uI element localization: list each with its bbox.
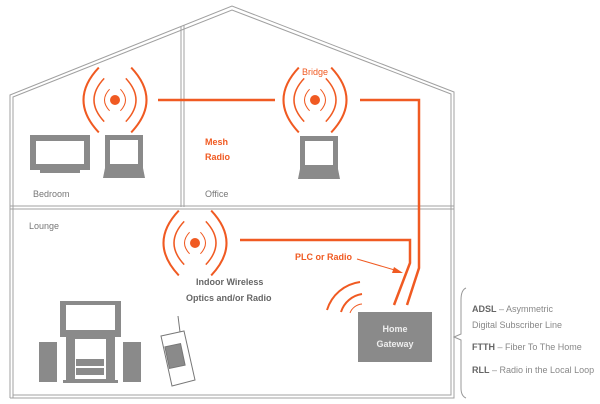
plc-arrow [356, 258, 403, 273]
legend-ftth: FTTH – Fiber To The Home [472, 342, 582, 352]
indoor-wireless-label-line1: Indoor Wireless [196, 277, 264, 287]
antennas [82, 66, 348, 277]
room-label-lounge: Lounge [29, 221, 60, 231]
mobile-phone-icon [160, 315, 196, 387]
bridge-to-gateway-link [360, 98, 421, 306]
laptop-icon [103, 135, 145, 178]
legend-rll: RLL – Radio in the Local Loop [472, 365, 595, 375]
legend-adsl-cont: Digital Subscriber Line [472, 320, 563, 330]
lounge-to-gateway-link [240, 238, 412, 306]
antenna-icon-bridge [282, 66, 348, 134]
devices [30, 135, 340, 387]
room-label-office: Office [205, 189, 229, 199]
plc-label: PLC or Radio [295, 252, 353, 262]
laptop-icon [298, 136, 340, 179]
home-gateway-box: Home Gateway [358, 312, 432, 362]
mesh-label-line1: Mesh [205, 137, 229, 147]
room-label-bedroom: Bedroom [33, 189, 70, 199]
gateway-label-line1: Home [382, 324, 408, 334]
indoor-wireless-label-line2: Optics and/or Radio [186, 293, 272, 303]
bridge-label: Bridge [302, 67, 329, 77]
antenna-icon-bedroom [82, 66, 148, 134]
legend-adsl: ADSL – Asymmetric [472, 304, 554, 314]
legend-bracket [452, 287, 467, 399]
connection-lines [158, 98, 421, 306]
tv-icon [30, 135, 90, 173]
stereo-system-icon [39, 301, 141, 383]
mesh-label-line2: Radio [205, 152, 231, 162]
antenna-icon-lounge [162, 209, 228, 277]
gateway-wifi-icon [326, 281, 363, 314]
house-outline [9, 5, 455, 399]
gateway-label-line2: Gateway [376, 339, 414, 349]
